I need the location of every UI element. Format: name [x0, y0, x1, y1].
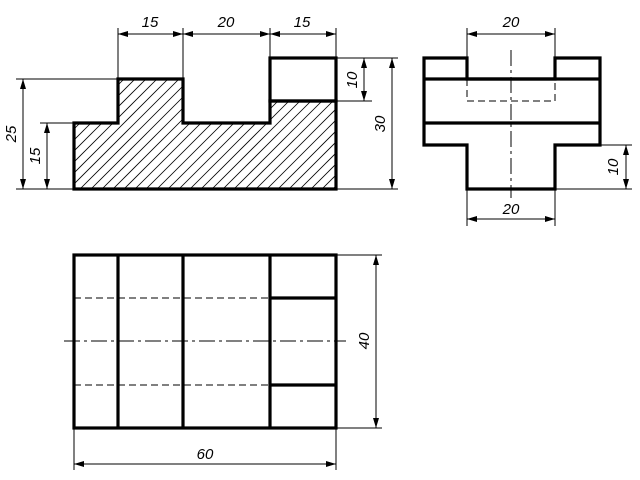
- arrow: [373, 255, 379, 265]
- dim-front-height-overall: 25: [3, 125, 20, 143]
- arrow: [20, 179, 26, 189]
- hatch-line: [74, 79, 83, 189]
- dim-side-bottom-height: 10: [605, 158, 622, 175]
- hatch-line: [321, 79, 336, 189]
- dim-front-right-step: 10: [344, 71, 361, 88]
- top-view: 40 60: [64, 253, 382, 470]
- front-outline: [72, 77, 338, 191]
- dim-front-top-left: 15: [142, 14, 159, 31]
- hatch-line: [74, 79, 193, 189]
- dim-arrows-top: [118, 31, 336, 37]
- dim-top-length: 60: [197, 446, 214, 463]
- hatch-line: [74, 79, 204, 189]
- hatch-line: [167, 79, 336, 189]
- hatch-line: [74, 79, 127, 189]
- hatch-line: [0, 0, 60, 200]
- hatch-line: [266, 79, 336, 189]
- arrow: [623, 179, 629, 189]
- arrow: [44, 179, 50, 189]
- hatch-line: [255, 79, 336, 189]
- arrow: [623, 145, 629, 155]
- front-view: 15 20 15 25 15 10 30: [0, 0, 398, 200]
- hatch-line: [74, 79, 248, 189]
- arrow: [467, 216, 477, 222]
- dim-top-depth: 40: [356, 332, 373, 349]
- hatch-line: [90, 79, 292, 189]
- arrow: [545, 31, 555, 37]
- arrow: [467, 31, 477, 37]
- hatch-line: [244, 79, 336, 189]
- arrow: [326, 461, 336, 467]
- hatch-line: [74, 79, 116, 189]
- hatch-line: [74, 79, 226, 189]
- dim-side-top-width: 20: [502, 14, 520, 31]
- arrow: [545, 216, 555, 222]
- side-view: 20 20 10: [422, 14, 632, 226]
- hatch-line: [0, 0, 71, 200]
- arrow: [389, 179, 395, 189]
- dim-side-bottom-width: 20: [502, 201, 520, 218]
- side-hidden-line: [466, 79, 556, 102]
- dim-front-top-middle: 20: [217, 14, 235, 31]
- hatch-line: [277, 79, 336, 189]
- dim-front-right-height: 30: [372, 115, 389, 132]
- arrow: [361, 91, 367, 101]
- hatch-line: [74, 79, 160, 189]
- hatch-line: [74, 79, 270, 189]
- hatch-line: [74, 79, 237, 189]
- hatch-line: [299, 79, 336, 189]
- hatch-line: [310, 79, 336, 189]
- arrow: [389, 58, 395, 68]
- dim-front-top-right: 15: [294, 14, 311, 31]
- front-hatching: [0, 0, 336, 200]
- arrow: [20, 79, 26, 89]
- arrow: [44, 123, 50, 133]
- front-right-block: [268, 56, 338, 103]
- dim-front-height-base: 15: [27, 147, 44, 164]
- hatch-line: [79, 79, 281, 189]
- hatch-line: [74, 79, 259, 189]
- arrow: [373, 418, 379, 428]
- arrow: [74, 461, 84, 467]
- arrow: [361, 58, 367, 68]
- hatch-line: [288, 79, 336, 189]
